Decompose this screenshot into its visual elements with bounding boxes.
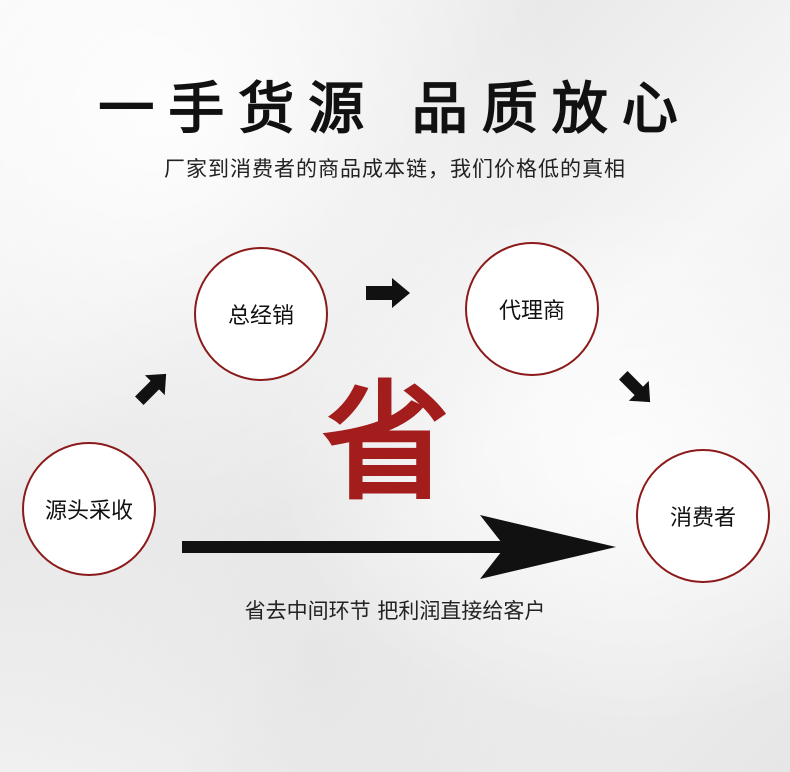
caption-text: 省去中间环节 把利润直接给客户	[244, 599, 546, 623]
node-source-label: 源头采收	[44, 499, 133, 524]
arrow-up-right-icon	[135, 373, 167, 405]
direct-arrow-icon	[182, 515, 616, 579]
node-consumer-label: 消费者	[669, 506, 736, 531]
node-general-distributor-label: 总经销	[227, 304, 294, 329]
arrow-right-icon	[366, 278, 410, 308]
page-subtitle: 厂家到消费者的商品成本链，我们价格低的真相	[164, 157, 626, 181]
save-character: 省	[322, 369, 451, 518]
node-agent: 代理商	[465, 242, 599, 376]
node-source: 源头采收	[22, 442, 156, 576]
node-consumer: 消费者	[636, 449, 770, 583]
arrow-down-right-icon	[619, 371, 651, 403]
node-general-distributor: 总经销	[194, 247, 328, 381]
node-agent-label: 代理商	[498, 299, 565, 324]
page-title: 一手货源 品质放心	[98, 76, 692, 142]
